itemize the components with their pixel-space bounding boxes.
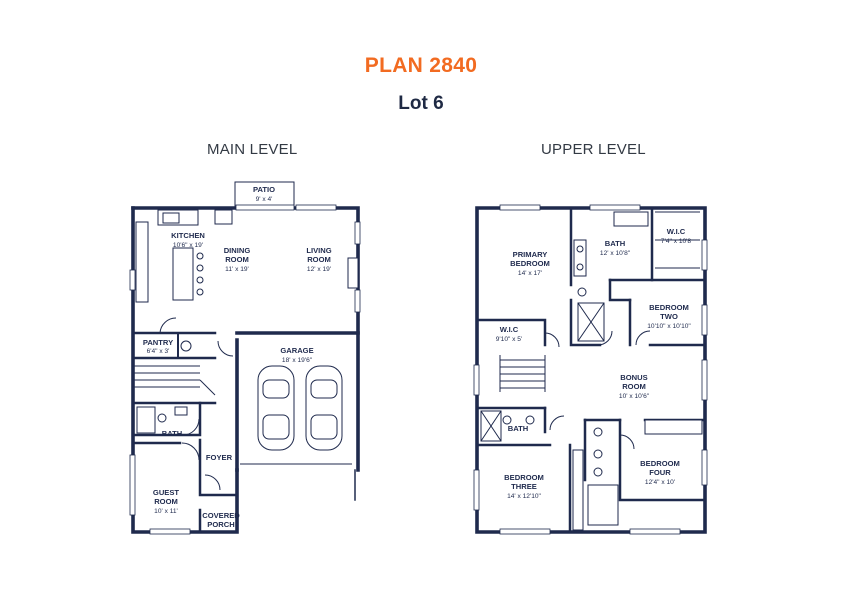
svg-text:12' x 10'8": 12' x 10'8": [600, 250, 631, 257]
bath-label: BATH: [162, 429, 183, 438]
svg-text:9' x 4': 9' x 4': [256, 196, 273, 203]
svg-text:FOUR: FOUR: [649, 468, 671, 477]
svg-text:6'4" x 3': 6'4" x 3': [147, 348, 170, 355]
main-level-title: MAIN LEVEL: [207, 141, 298, 158]
hall-bath-label: BATH: [508, 424, 529, 433]
svg-text:14' x 17': 14' x 17': [518, 270, 542, 277]
upper-stairs: [499, 355, 546, 392]
svg-text:PORCH: PORCH: [207, 520, 234, 529]
kitchen-sink: [162, 212, 180, 224]
svg-text:11' x 19': 11' x 19': [225, 266, 249, 273]
bathtub: [613, 211, 649, 227]
dining-label: DINING: [224, 246, 251, 255]
svg-text:TWO: TWO: [660, 312, 678, 321]
svg-text:ROOM: ROOM: [622, 382, 646, 391]
svg-text:12' x 19': 12' x 19': [307, 266, 331, 273]
kitchen-counter: [157, 209, 199, 226]
garage-cars: [257, 365, 343, 451]
svg-text:ROOM: ROOM: [154, 497, 178, 506]
primary-bedroom-label: PRIMARY: [513, 250, 548, 259]
svg-text:10' x 10'6": 10' x 10'6": [619, 393, 650, 400]
main-stairs: [131, 365, 217, 405]
main-level-plan: PATIO 9' x 4' KITCHEN 10'6" x 19' DINING…: [129, 181, 361, 535]
bedroom-two-label: BEDROOM: [649, 303, 689, 312]
svg-text:9'10" x 5': 9'10" x 5': [496, 336, 523, 343]
foyer-label: FOYER: [206, 453, 233, 462]
svg-text:ROOM: ROOM: [307, 255, 331, 264]
primary-bath-label: BATH: [605, 239, 626, 248]
upper-level-title: UPPER LEVEL: [541, 141, 646, 158]
svg-text:10' x 11': 10' x 11': [154, 508, 178, 515]
svg-text:12'4" x 10': 12'4" x 10': [645, 479, 675, 486]
bonus-room-label: BONUS: [620, 373, 647, 382]
upper-level-plan: PRIMARY BEDROOM 14' x 17' BATH 12' x 10'…: [473, 204, 708, 535]
patio-label: PATIO: [253, 185, 275, 194]
pantry-label: PANTRY: [143, 338, 173, 347]
garage-label: GARAGE: [280, 346, 313, 355]
lot-subtitle: Lot 6: [398, 93, 444, 114]
guest-room-label: GUEST: [153, 488, 180, 497]
bedroom-four-label: BEDROOM: [640, 459, 680, 468]
kitchen-island: [172, 247, 194, 301]
svg-text:10'10" x 10'10": 10'10" x 10'10": [647, 323, 691, 330]
svg-text:14' x 12'10": 14' x 12'10": [507, 493, 541, 500]
svg-text:10'6" x 19': 10'6" x 19': [173, 242, 203, 249]
svg-text:THREE: THREE: [511, 482, 537, 491]
primary-wic-label: W.I.C: [667, 227, 686, 236]
small-wic-label: W.I.C: [500, 325, 519, 334]
fireplace: [347, 257, 359, 289]
svg-text:7'4" x 10'8: 7'4" x 10'8: [661, 238, 691, 245]
covered-porch-label: COVERED: [202, 511, 240, 520]
hall-tub: [587, 484, 619, 526]
bedroom-three-label: BEDROOM: [504, 473, 544, 482]
svg-text:ROOM: ROOM: [225, 255, 249, 264]
kitchen-label: KITCHEN: [171, 231, 205, 240]
svg-text:18' x 19'6": 18' x 19'6": [282, 357, 313, 364]
living-label: LIVING: [306, 246, 331, 255]
plan-title: PLAN 2840: [364, 54, 478, 77]
svg-text:BEDROOM: BEDROOM: [510, 259, 550, 268]
